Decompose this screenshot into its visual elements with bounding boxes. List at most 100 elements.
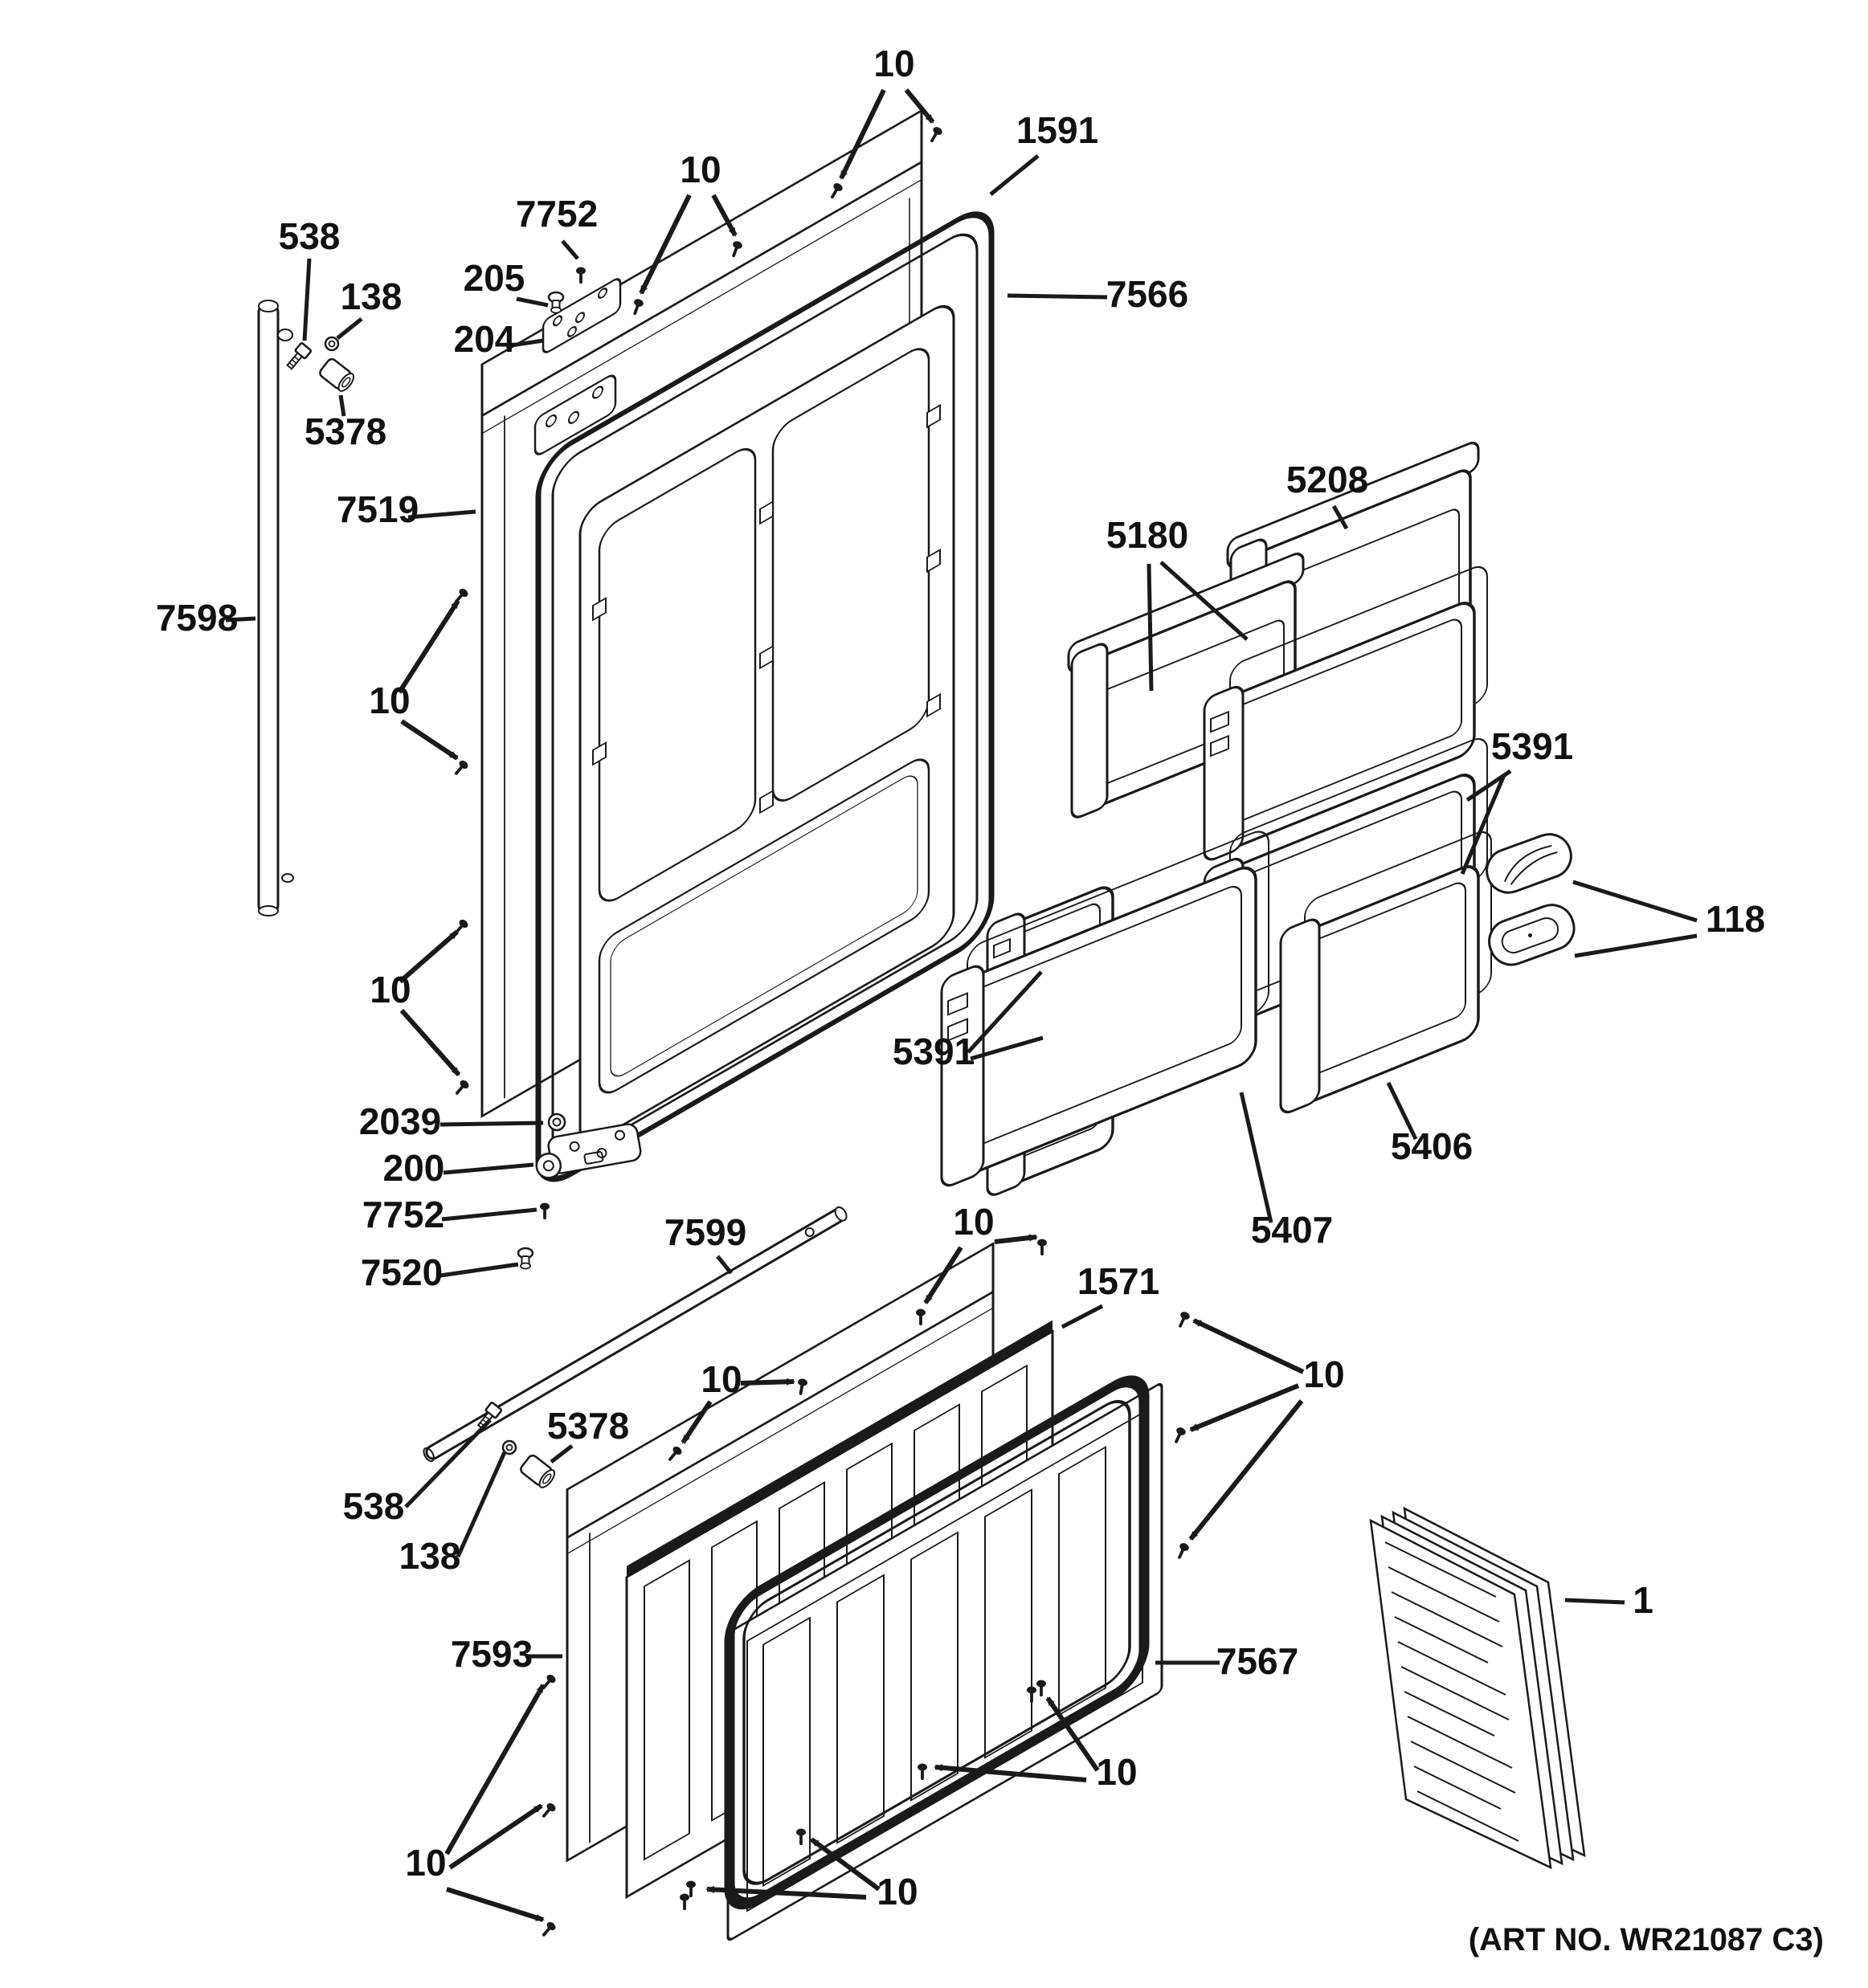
callout-7519: 7519 xyxy=(337,488,476,530)
callout-5391: 5391 xyxy=(1460,725,1573,875)
hinge-bracket-200 xyxy=(535,1123,642,1179)
nut-138-lower xyxy=(501,1439,517,1455)
screw-10 xyxy=(926,125,944,145)
leader-line xyxy=(399,929,459,984)
leader-line xyxy=(681,1400,713,1444)
part-number-label: 5391 xyxy=(1491,725,1573,767)
leader-line xyxy=(561,239,579,260)
leader-line xyxy=(970,1035,1044,1061)
callout-2039: 2039 xyxy=(359,1100,544,1142)
bin-5406 xyxy=(1279,831,1492,1114)
door-top-plate xyxy=(533,374,617,455)
callout-10: 10 xyxy=(681,1358,795,1444)
leader-line xyxy=(1564,1598,1625,1605)
leader-line xyxy=(705,1885,867,1900)
leader-line xyxy=(516,296,549,308)
part-number-label: 7566 xyxy=(1106,273,1188,315)
callout-10: 10 xyxy=(705,1837,918,1912)
part-number-label: 5378 xyxy=(305,410,386,452)
leader-line xyxy=(967,970,1043,1054)
screw-10 xyxy=(1037,1239,1047,1255)
part-number-label: 538 xyxy=(279,215,341,257)
part-number-label: 1571 xyxy=(1077,1260,1159,1302)
leader-line xyxy=(1572,880,1698,923)
leader-line xyxy=(441,1207,538,1222)
callout-10: 10 xyxy=(1188,1318,1345,1541)
callout-10: 10 xyxy=(923,1201,1038,1304)
end-cap-118-top xyxy=(1486,833,1572,894)
leader-line xyxy=(934,1764,1087,1782)
nut-138 xyxy=(324,336,340,352)
leader-line xyxy=(1147,563,1154,692)
leader-line xyxy=(1188,1399,1304,1541)
callout-7752: 7752 xyxy=(362,1194,538,1235)
callout-538: 538 xyxy=(343,1419,492,1527)
leader-line xyxy=(810,1837,881,1892)
hinge-plate-204 xyxy=(542,278,622,353)
part-number-label: 10 xyxy=(953,1201,994,1243)
leader-line xyxy=(399,1009,461,1076)
leader-line xyxy=(1386,1081,1418,1141)
support-rod-7599 xyxy=(423,1206,848,1463)
part-number-label: 10 xyxy=(680,149,721,190)
leader-line xyxy=(1007,293,1108,300)
leader-line xyxy=(989,154,1040,196)
callout-138: 138 xyxy=(399,1451,507,1577)
part-number-label: 5406 xyxy=(1391,1125,1473,1167)
part-number-label: 10 xyxy=(701,1358,742,1400)
part-number-label: 10 xyxy=(405,1842,446,1884)
callout-7593: 7593 xyxy=(451,1633,562,1675)
part-number-label: 7520 xyxy=(361,1251,443,1293)
booklet-text-lines xyxy=(1384,1541,1519,1842)
part-number-label: 5208 xyxy=(1286,459,1368,500)
liner-clips xyxy=(592,403,941,814)
callout-10: 10 xyxy=(934,1696,1138,1793)
part-number-label: 5407 xyxy=(1251,1209,1333,1251)
callout-5378: 5378 xyxy=(547,1405,629,1463)
leader-line xyxy=(397,599,460,694)
sleeve-5378-lower xyxy=(520,1454,556,1488)
leader-line xyxy=(439,1121,544,1127)
screw-10 xyxy=(1171,1426,1187,1446)
part-number-label: 7519 xyxy=(337,488,419,530)
part-number-label: 7599 xyxy=(664,1211,746,1253)
part-callouts: 1015917752102052045381385378751975987566… xyxy=(156,43,1765,1922)
stud-205 xyxy=(547,291,565,314)
screw-10 xyxy=(539,1920,558,1940)
screw-10 xyxy=(452,1078,471,1098)
leader-line xyxy=(639,194,692,295)
part-number-label: 7752 xyxy=(362,1194,444,1235)
leader-line xyxy=(225,616,256,623)
owners-manual-booklet xyxy=(1369,1506,1586,1870)
part-number-label: 200 xyxy=(383,1147,445,1189)
part-number-label: 204 xyxy=(454,318,516,360)
part-number-label: 138 xyxy=(341,276,403,317)
callout-10: 10 xyxy=(369,599,460,761)
part-number-label: 7752 xyxy=(516,193,598,235)
leader-line xyxy=(338,394,346,417)
leader-line xyxy=(839,88,886,180)
callout-7752: 7752 xyxy=(516,193,598,260)
part-number-label: 2039 xyxy=(359,1100,441,1142)
callout-1: 1 xyxy=(1564,1579,1653,1621)
screw-10 xyxy=(1174,1541,1191,1561)
screw-10 xyxy=(540,1202,550,1219)
bin-5391-r1 xyxy=(1203,565,1488,861)
bin-5407 xyxy=(940,831,1269,1187)
callout-138: 138 xyxy=(336,276,403,340)
part-number-label: 10 xyxy=(1096,1751,1137,1793)
leader-line xyxy=(1239,1092,1273,1223)
leader-line xyxy=(1159,561,1249,641)
callout-1571: 1571 xyxy=(1061,1260,1159,1329)
callout-5378: 5378 xyxy=(305,394,386,452)
part-number-label: 1591 xyxy=(1016,109,1098,151)
leader-line xyxy=(407,509,476,520)
callout-7567: 7567 xyxy=(1155,1640,1298,1682)
art-number: (ART NO. WR21087 C3) xyxy=(1469,1922,1824,1957)
leader-line xyxy=(1189,1383,1300,1432)
leader-line xyxy=(404,1419,492,1508)
leader-line xyxy=(302,258,312,341)
callout-10: 10 xyxy=(639,149,738,295)
screw-10 xyxy=(452,758,470,778)
callout-7520: 7520 xyxy=(361,1251,519,1293)
